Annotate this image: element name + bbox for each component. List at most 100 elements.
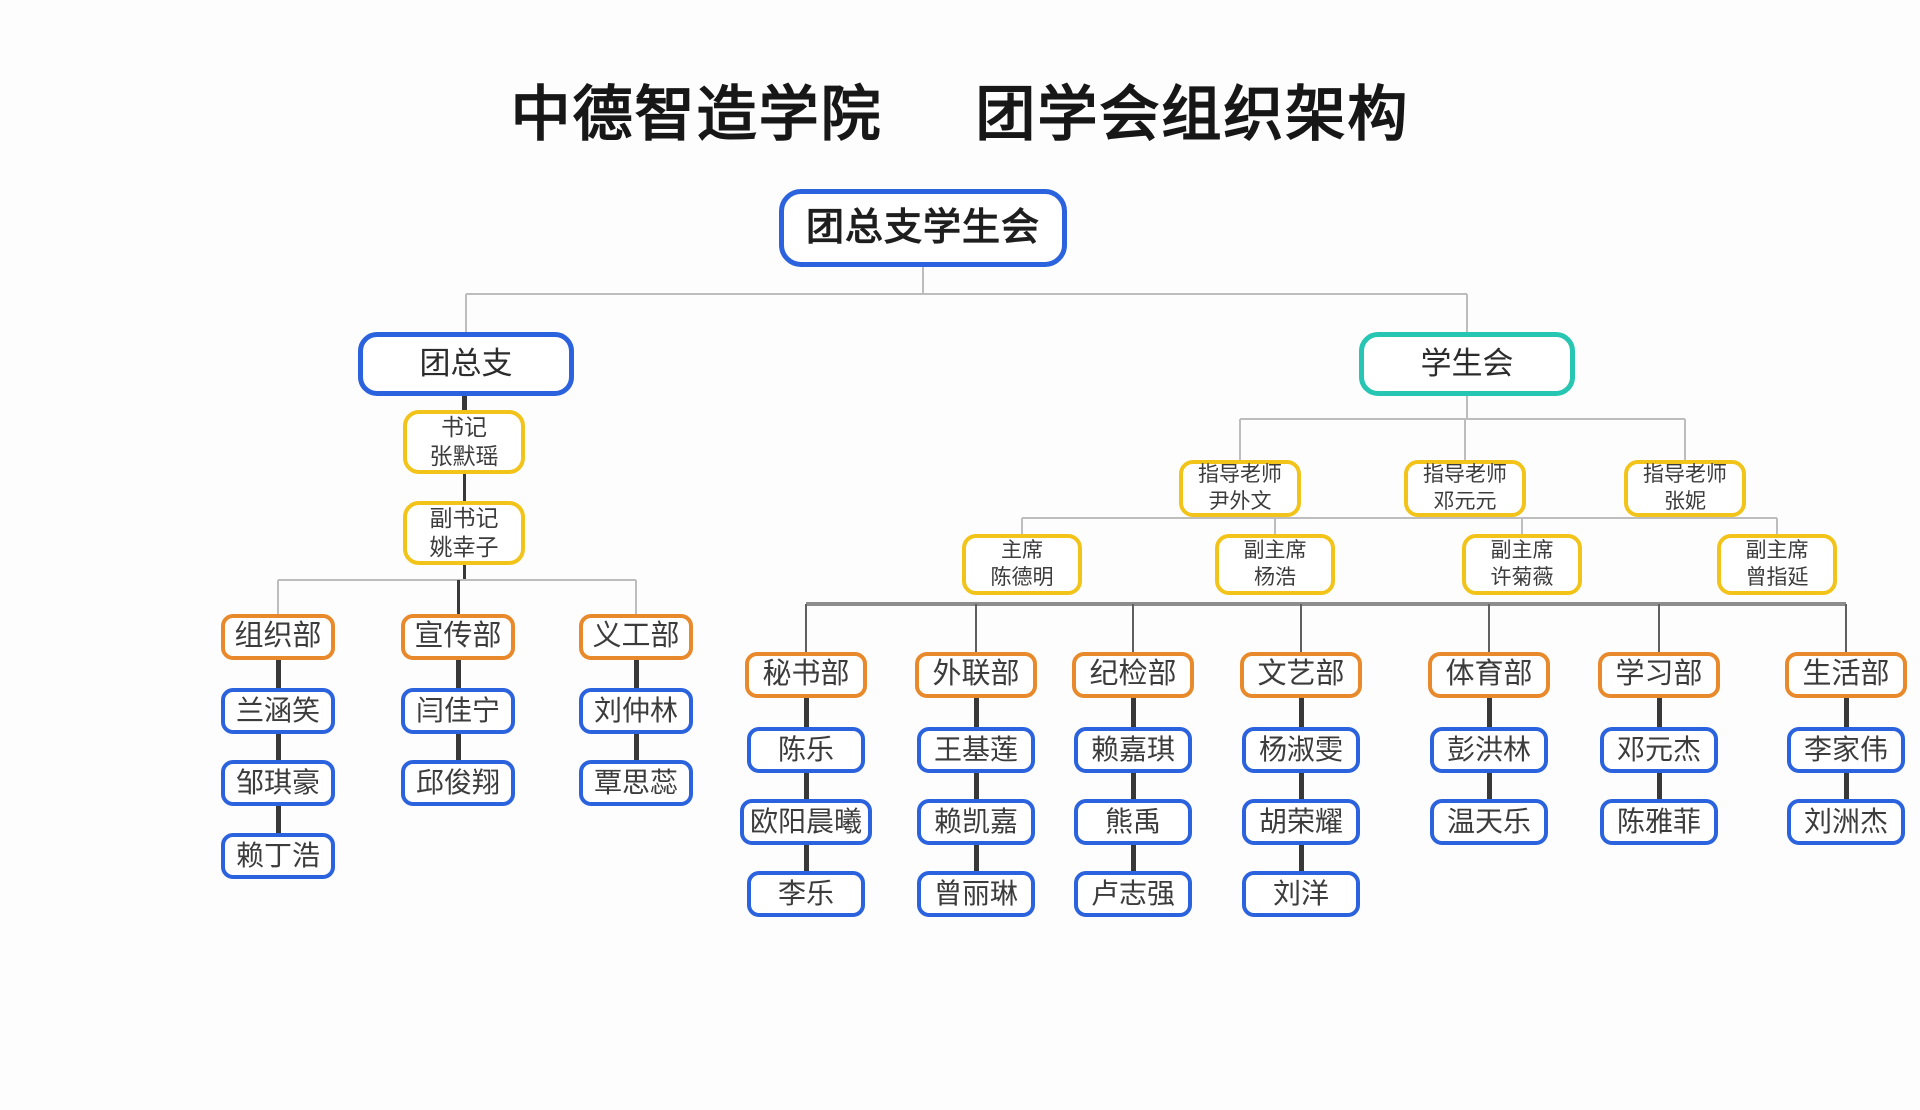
node-league-officer-0[interactable]: 书记张默瑶 xyxy=(403,410,525,474)
node-union-member-1-1-label: 赖凯嘉 xyxy=(933,806,1018,838)
node-union-member-2-2[interactable]: 卢志强 xyxy=(1074,871,1192,917)
node-union-dept-6-label: 生活部 xyxy=(1802,658,1890,691)
node-union-advisor-1[interactable]: 指导老师邓元元 xyxy=(1404,460,1526,517)
node-league-member-1-1[interactable]: 邱俊翔 xyxy=(401,760,515,806)
node-union-member-6-0[interactable]: 李家伟 xyxy=(1787,727,1905,773)
connector-line xyxy=(1521,518,1523,534)
node-league-dept-1[interactable]: 宣传部 xyxy=(401,614,515,660)
node-union-member-0-0[interactable]: 陈乐 xyxy=(747,727,865,773)
node-league-member-0-0[interactable]: 兰涵笑 xyxy=(221,688,335,734)
connector-line xyxy=(973,845,979,871)
node-league-officer-0-label: 张默瑶 xyxy=(429,443,499,469)
node-union-member-5-1[interactable]: 陈雅菲 xyxy=(1600,799,1718,845)
connector-line xyxy=(633,734,639,760)
node-union-dept-5-label: 学习部 xyxy=(1615,658,1703,691)
node-union-member-3-0[interactable]: 杨淑雯 xyxy=(1242,727,1360,773)
node-union-member-5-0[interactable]: 邓元杰 xyxy=(1600,727,1718,773)
node-union-dept-1[interactable]: 外联部 xyxy=(915,652,1037,698)
node-union-member-1-1[interactable]: 赖凯嘉 xyxy=(917,799,1035,845)
connector-line xyxy=(455,734,461,760)
node-union-chair-1[interactable]: 副主席杨浩 xyxy=(1215,534,1335,595)
node-union-dept-2[interactable]: 纪检部 xyxy=(1072,652,1194,698)
node-union-chair-0[interactable]: 主席陈德明 xyxy=(962,534,1082,595)
node-league-member-0-2[interactable]: 赖丁浩 xyxy=(221,833,335,879)
node-union-dept-1-label: 外联部 xyxy=(932,658,1020,691)
node-league-member-2-0[interactable]: 刘仲林 xyxy=(579,688,693,734)
node-union-dept-0[interactable]: 秘书部 xyxy=(745,652,867,698)
connector-line xyxy=(1132,604,1134,652)
connector-line xyxy=(803,698,809,727)
connector-line xyxy=(1684,419,1686,460)
connector-line xyxy=(973,773,979,799)
node-union-chair-2[interactable]: 副主席许菊薇 xyxy=(1462,534,1582,595)
node-union-member-6-1[interactable]: 刘洲杰 xyxy=(1787,799,1905,845)
node-league-member-1-0[interactable]: 闫佳宁 xyxy=(401,688,515,734)
connector-line xyxy=(1298,773,1304,799)
node-league-member-0-0-label: 兰涵笑 xyxy=(235,695,320,727)
node-league-dept-2[interactable]: 义工部 xyxy=(579,614,693,660)
node-union-advisor-2-label: 指导老师 xyxy=(1643,462,1727,486)
connector-line xyxy=(805,604,807,652)
node-league-dept-0[interactable]: 组织部 xyxy=(221,614,335,660)
node-union-chair-3[interactable]: 副主席曾指延 xyxy=(1717,534,1837,595)
connector-line xyxy=(1240,418,1685,420)
node-union-dept-6[interactable]: 生活部 xyxy=(1785,652,1907,698)
node-union-chair-3-label: 曾指延 xyxy=(1745,565,1809,589)
connector-line xyxy=(1488,604,1490,652)
node-union[interactable]: 学生会 xyxy=(1359,332,1575,396)
node-union-member-1-0[interactable]: 王基莲 xyxy=(917,727,1035,773)
node-union-member-6-0-label: 李家伟 xyxy=(1803,734,1888,766)
node-league-member-0-1[interactable]: 邹琪豪 xyxy=(221,760,335,806)
node-union-member-4-1[interactable]: 温天乐 xyxy=(1430,799,1548,845)
node-union-member-4-0-label: 彭洪林 xyxy=(1446,734,1531,766)
title-college: 中德智造学院 xyxy=(510,81,883,148)
node-union-chair-0-label: 主席 xyxy=(1001,538,1043,562)
connector-line xyxy=(465,294,467,332)
node-union-chair-0-label: 陈德明 xyxy=(990,565,1054,589)
node-root[interactable]: 团总支学生会 xyxy=(779,189,1067,267)
node-union-member-2-0[interactable]: 赖嘉琪 xyxy=(1074,727,1192,773)
node-union-member-3-1[interactable]: 胡荣耀 xyxy=(1242,799,1360,845)
node-union-member-0-0-label: 陈乐 xyxy=(777,734,834,766)
node-union-dept-4[interactable]: 体育部 xyxy=(1428,652,1550,698)
node-union-dept-4-label: 体育部 xyxy=(1445,658,1533,691)
page-title: 中德智造学院 团学会组织架构 xyxy=(0,66,1920,153)
node-union-member-5-1-label: 陈雅菲 xyxy=(1616,806,1701,838)
node-union-member-3-2-label: 刘洋 xyxy=(1272,878,1329,910)
connector-line xyxy=(456,580,460,614)
connector-line xyxy=(1298,698,1304,727)
node-union-dept-3-label: 文艺部 xyxy=(1257,658,1345,691)
node-union-member-1-2[interactable]: 曾丽琳 xyxy=(917,871,1035,917)
connector-line xyxy=(1684,517,1686,518)
node-league-dept-2-label: 义工部 xyxy=(592,620,680,653)
node-union-member-5-0-label: 邓元杰 xyxy=(1616,734,1701,766)
node-league-member-2-0-label: 刘仲林 xyxy=(593,695,678,727)
node-union-member-3-2[interactable]: 刘洋 xyxy=(1242,871,1360,917)
connector-line xyxy=(1466,294,1468,332)
node-league[interactable]: 团总支 xyxy=(358,332,574,396)
node-union-dept-3[interactable]: 文艺部 xyxy=(1240,652,1362,698)
node-union-member-0-1[interactable]: 欧阳晨曦 xyxy=(740,799,872,845)
node-union-member-2-1[interactable]: 熊禹 xyxy=(1074,799,1192,845)
connector-line xyxy=(973,698,979,727)
node-union-advisor-0-label: 指导老师 xyxy=(1198,462,1282,486)
node-union-member-2-2-label: 卢志强 xyxy=(1090,878,1175,910)
node-union-dept-5[interactable]: 学习部 xyxy=(1598,652,1720,698)
connector-line xyxy=(1022,517,1777,519)
node-league-officer-0-label: 书记 xyxy=(441,413,487,440)
node-union-member-4-0[interactable]: 彭洪林 xyxy=(1430,727,1548,773)
node-league-member-1-1-label: 邱俊翔 xyxy=(415,767,500,799)
node-union-advisor-0-label: 尹外文 xyxy=(1208,489,1272,513)
node-union-chair-3-label: 副主席 xyxy=(1745,538,1809,562)
node-union-chair-2-label: 许菊薇 xyxy=(1490,565,1554,589)
node-union-member-3-0-label: 杨淑雯 xyxy=(1258,734,1343,766)
node-union-advisor-0[interactable]: 指导老师尹外文 xyxy=(1179,460,1301,517)
node-league-member-2-1[interactable]: 覃思蕊 xyxy=(579,760,693,806)
node-union-member-0-2-label: 李乐 xyxy=(777,878,834,910)
connector-line xyxy=(1658,604,1660,652)
connector-line xyxy=(1464,517,1466,518)
node-union-member-0-2[interactable]: 李乐 xyxy=(747,871,865,917)
node-union-advisor-2[interactable]: 指导老师张妮 xyxy=(1624,460,1746,517)
node-union-advisor-1-label: 邓元元 xyxy=(1433,489,1497,513)
node-league-officer-1[interactable]: 副书记姚幸子 xyxy=(403,501,525,565)
